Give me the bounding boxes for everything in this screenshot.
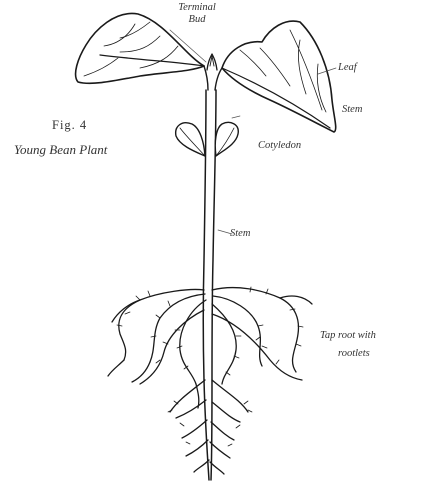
label-stem-upper: Stem (342, 104, 362, 116)
label-tap-root-line1: Tap root with (320, 330, 376, 342)
label-leaf: Leaf (338, 62, 357, 74)
root-system (108, 288, 312, 474)
label-terminal-bud-line1: Terminal (172, 2, 222, 14)
rootlets (117, 287, 303, 446)
label-cotyledon: Cotyledon (258, 140, 301, 152)
label-terminal-bud-line2: Bud (172, 14, 222, 26)
cotyledons (176, 122, 239, 156)
right-leaf (222, 21, 336, 132)
label-terminal-bud: Terminal Bud (172, 2, 222, 26)
figure-title: Young Bean Plant (14, 142, 107, 158)
label-stem-middle: Stem (230, 228, 250, 240)
figure-number: Fig. 4 (52, 118, 87, 133)
label-tap-root-line2: rootlets (320, 348, 376, 360)
terminal-bud (207, 54, 217, 70)
label-tap-root: Tap root with rootlets (320, 330, 376, 360)
